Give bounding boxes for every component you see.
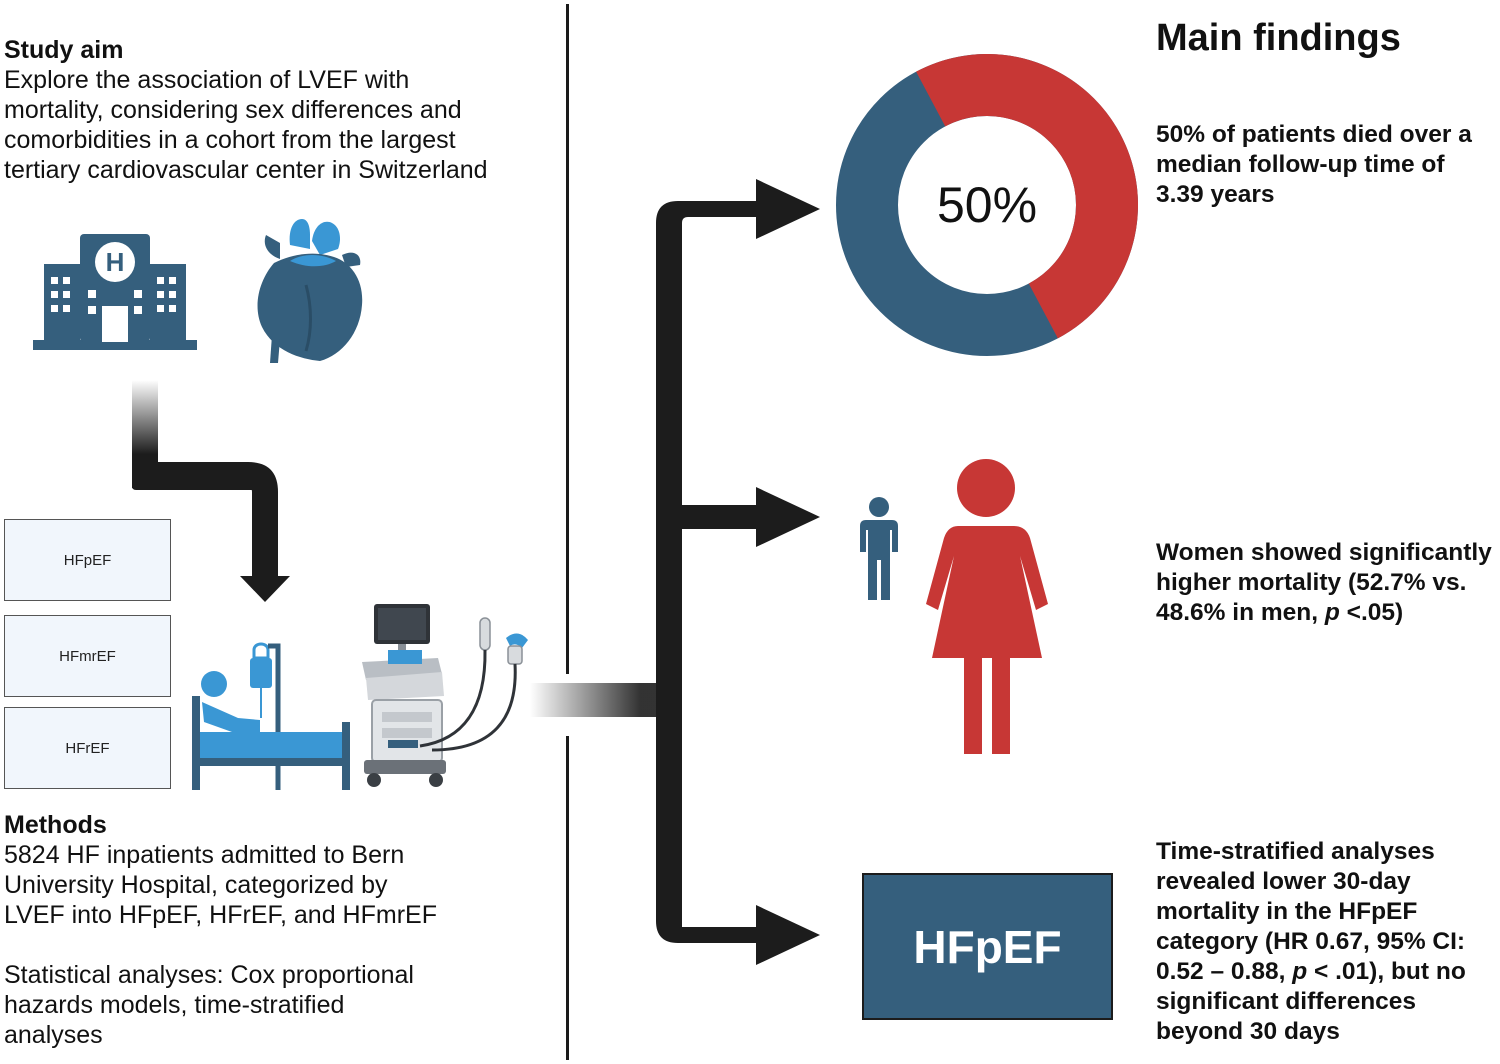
category-label: HFpEF xyxy=(63,551,112,569)
study-aim-heading: Study aim xyxy=(4,36,124,64)
finding-2-line: higher mortality (52.7% vs. xyxy=(1156,569,1467,596)
methods-heading: Methods xyxy=(4,811,107,839)
methods-line: University Hospital, categorized by xyxy=(4,871,388,899)
study-aim-line: tertiary cardiovascular center in Switze… xyxy=(4,156,488,184)
category-box-hfref: HFrEF xyxy=(4,707,171,789)
finding-3-text-part: < .01), but no xyxy=(1307,958,1466,985)
hfpef-box-label: HFpEF xyxy=(913,920,1062,973)
stats-line: Statistical analyses: Cox proportional xyxy=(4,961,414,989)
donut-center-label: 50% xyxy=(937,177,1037,233)
finding-3-text: Time-stratified analyses revealed lower … xyxy=(1156,837,1500,1047)
category-label: HFrEF xyxy=(65,739,110,757)
panel-divider-bottom xyxy=(566,736,569,1060)
finding-3-text-part: 0.52 – 0.88, xyxy=(1156,958,1293,985)
findings-branch-arrow xyxy=(530,179,820,965)
study-aim-line: mortality, considering sex differences a… xyxy=(4,96,462,124)
mortality-donut-chart: 50% xyxy=(836,54,1138,356)
finding-3-line: significant differences xyxy=(1156,988,1417,1015)
p-value-symbol: p xyxy=(1292,958,1308,985)
finding-2-line: 48.6% in men, p <.05) xyxy=(1156,598,1500,628)
svg-text:H: H xyxy=(106,247,125,277)
finding-1-line: 50% of patients died over a xyxy=(1156,121,1472,148)
flow-arrow-to-exam xyxy=(132,380,290,602)
finding-3-line: category (HR 0.67, 95% CI: xyxy=(1156,928,1466,955)
finding-3-line: revealed lower 30-day xyxy=(1156,868,1411,895)
stats-line: analyses xyxy=(4,1021,103,1049)
hospital-icon: H xyxy=(33,234,197,350)
finding-2-text: Women showed significantly higher mortal… xyxy=(1156,538,1500,628)
woman-icon xyxy=(926,459,1048,754)
finding-2-line: Women showed significantly xyxy=(1156,539,1492,566)
finding-3-line: Time-stratified analyses xyxy=(1156,838,1435,865)
p-value-symbol: p xyxy=(1324,599,1340,626)
finding-2-text-part: 48.6% in men, xyxy=(1156,599,1325,626)
finding-3-line: mortality in the HFpEF xyxy=(1156,898,1418,925)
panel-divider-top xyxy=(566,4,569,674)
methods-line: LVEF into HFpEF, HFrEF, and HFmrEF xyxy=(4,901,437,929)
study-aim-section: Study aim Explore the association of LVE… xyxy=(4,35,564,185)
ultrasound-machine-icon xyxy=(362,604,528,787)
man-icon xyxy=(860,497,898,600)
hfpef-category-box: HFpEF xyxy=(862,873,1113,1020)
methods-section: Methods 5824 HF inpatients admitted to B… xyxy=(4,810,564,1050)
category-box-hfmref: HFmrEF xyxy=(4,615,171,697)
finding-1-line: median follow-up time of xyxy=(1156,151,1445,178)
finding-2-text-part: <.05) xyxy=(1339,599,1404,626)
finding-1-text: 50% of patients died over a median follo… xyxy=(1156,120,1496,210)
finding-3-line: beyond 30 days xyxy=(1156,1018,1340,1045)
heart-icon xyxy=(257,219,363,363)
study-aim-line: Explore the association of LVEF with xyxy=(4,66,410,94)
category-label: HFmrEF xyxy=(59,647,116,665)
category-box-hfpef: HFpEF xyxy=(4,519,171,601)
stats-line: hazards models, time-stratified xyxy=(4,991,345,1019)
patient-bed-icon xyxy=(192,642,350,790)
main-findings-heading: Main findings xyxy=(1156,17,1401,59)
study-aim-line: comorbidities in a cohort from the large… xyxy=(4,126,456,154)
methods-line: 5824 HF inpatients admitted to Bern xyxy=(4,841,405,869)
donut-died-slice xyxy=(916,54,1138,339)
finding-1-line: 3.39 years xyxy=(1156,181,1275,208)
finding-3-line: 0.52 – 0.88, p < .01), but no xyxy=(1156,957,1500,987)
